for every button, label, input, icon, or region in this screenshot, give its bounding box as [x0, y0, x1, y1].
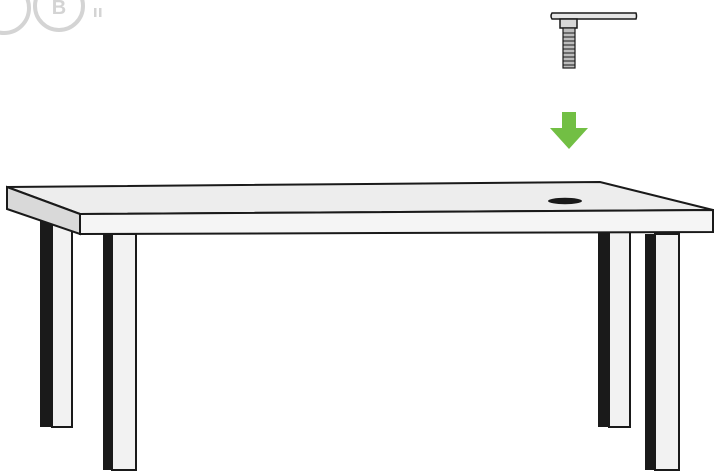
bolt-shank	[562, 27, 576, 69]
table-leg-back-right	[598, 219, 631, 428]
bolt-cap	[550, 12, 638, 20]
table-top	[6, 180, 714, 236]
down-arrow-icon	[550, 112, 588, 149]
bolt-part	[550, 12, 638, 69]
table-top-surface	[6, 180, 714, 216]
step-tick-1	[94, 8, 97, 17]
step-letter: B	[52, 0, 66, 19]
step-tick-2	[99, 8, 102, 17]
table-leg-front-left	[103, 233, 137, 471]
step-badge-outer-ring	[0, 0, 31, 35]
table-leg-front-right	[645, 233, 680, 471]
bolt-neck	[559, 18, 578, 29]
bolt-hole	[548, 197, 582, 205]
table-leg-back-left	[40, 219, 73, 428]
bolt-threads	[563, 32, 575, 66]
step-badge-letter-ring	[33, 0, 85, 32]
table-top-front-edge	[79, 208, 714, 236]
step-badge: B	[0, 0, 102, 35]
